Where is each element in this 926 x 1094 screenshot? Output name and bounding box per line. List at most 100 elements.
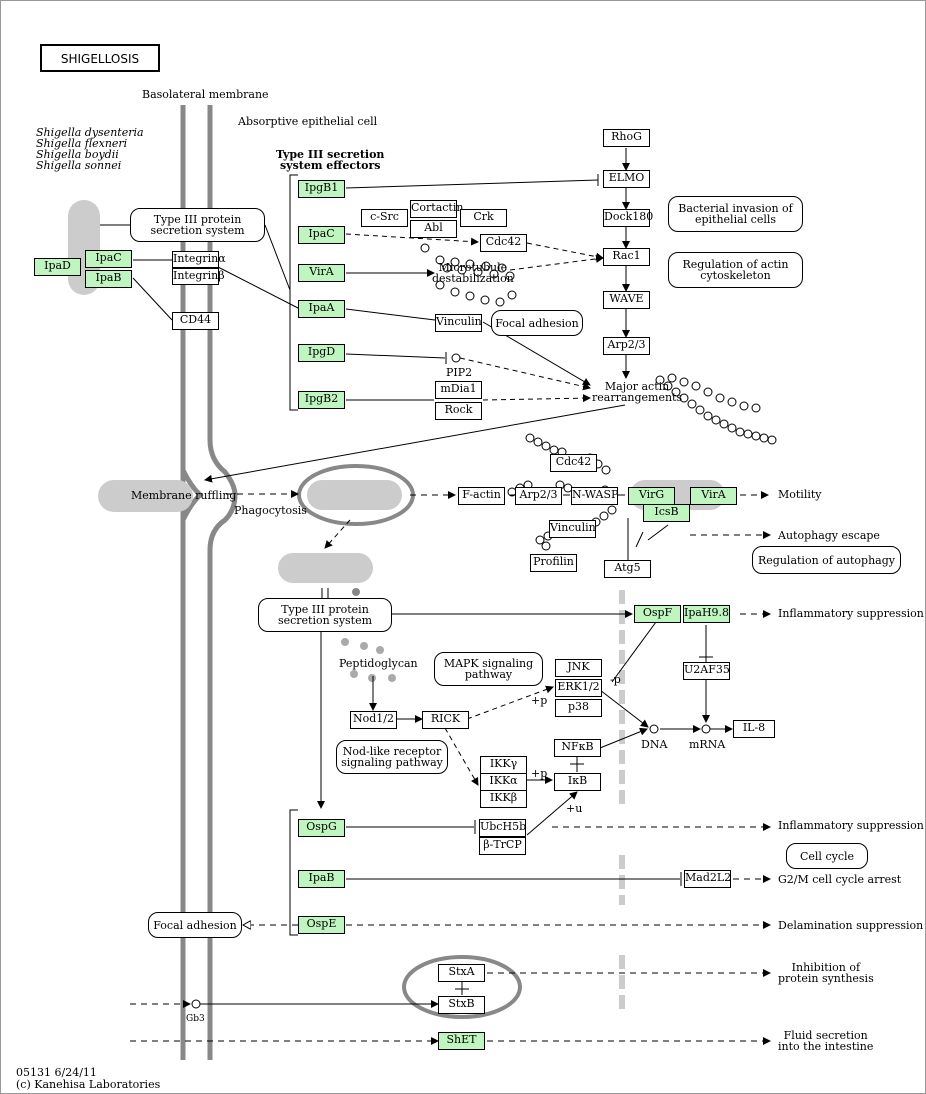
gene-integrin-beta[interactable]: Integrinβ [172,268,225,285]
g2m-label: G2/M cell cycle arrest [778,873,902,886]
gene-wave[interactable]: WAVE [603,291,650,309]
pathway-link-focal-adhesion[interactable]: Focal adhesion [491,310,583,336]
gene-crk[interactable]: Crk [460,209,507,227]
gene-btrcp[interactable]: β-TrCP [479,837,526,855]
gene-arp23[interactable]: Arp2/3 [603,337,650,355]
gene-ikk-beta[interactable]: IKKβ [480,790,527,808]
edge-lines [100,148,771,1045]
bacterium-shape [98,480,193,512]
gene-ipab[interactable]: IpaB [298,870,345,888]
gene-abl[interactable]: Abl [410,220,457,238]
gene-ospe[interactable]: OspE [298,916,345,934]
gene-stxb[interactable]: StxB [438,996,485,1014]
pathway-link-regulation-autophagy[interactable]: Regulation of autophagy [752,546,901,574]
pip2-label: PIP2 [446,366,473,379]
gene-cdc42[interactable]: Cdc42 [480,234,527,252]
gene-mad2l2[interactable]: Mad2L2 [684,870,731,888]
pathway-link-t3ss[interactable]: Type III protein secretion system [258,598,392,632]
gene-erk12[interactable]: ERK1/2 [555,679,602,697]
gene-ipaa[interactable]: IpaA [298,300,345,318]
map-title: SHIGELLOSIS [40,44,160,72]
gene-icsb[interactable]: IcsB [643,504,690,522]
pathway-link-t3ss[interactable]: Type III protein secretion system [130,208,265,242]
gb3-compound [191,999,201,1009]
motility-label: Motility [778,488,822,501]
gene-ipgb2[interactable]: IpgB2 [298,391,345,409]
peptidoglycan-dots [341,588,396,682]
gene-vinculin[interactable]: Vinculin [549,520,596,538]
pathway-link-nod-like[interactable]: Nod-like receptor signaling pathway [336,740,448,774]
major-actin-label: Major actin rearrangements [592,380,683,404]
gene-ipac[interactable]: IpaC [85,250,132,268]
microtubule-label: Microtubule destabilization [432,261,514,285]
gene-arp23[interactable]: Arp2/3 [515,487,562,505]
gene-vira[interactable]: VirA [298,264,345,282]
pathway-link-regulation-actin[interactable]: Regulation of actin cytoskeleton [668,252,803,288]
gene-profilin[interactable]: Profilin [530,554,577,572]
bacterium-shape [278,553,373,583]
gene-ikb[interactable]: IκB [554,773,601,791]
gene-ipgb1[interactable]: IpgB1 [298,180,345,198]
gene-p38[interactable]: p38 [555,699,602,717]
gene-ikk-alpha[interactable]: IKKα [480,773,527,791]
species-label: Shigella boydii [36,148,119,161]
fluid-secretion-label: Fluid secretion into the intestine [778,1029,874,1053]
gene-ubch5b[interactable]: UbcH5b [479,819,526,837]
gene-ipah98[interactable]: IpaH9.8 [683,605,730,623]
peptidoglycan-label: Peptidoglycan [339,657,418,670]
mrna-label: mRNA [689,738,726,751]
phagocytosis-label: Phagocytosis [234,504,307,517]
gene-ospg[interactable]: OspG [298,819,345,837]
gene-elmo[interactable]: ELMO [603,170,650,188]
gene-vinculin[interactable]: Vinculin [435,314,482,332]
pathway-link-cell-cycle[interactable]: Cell cycle [786,843,868,869]
gene-virg[interactable]: VirG [628,487,675,505]
membrane-ruffling-label: Membrane ruffling [131,489,237,502]
inhibition-label: Inhibition of protein synthesis [778,961,874,985]
gene-ipac[interactable]: IpaC [298,226,345,244]
absorptive-label: Absorptive epithelial cell [238,115,378,128]
gene-ikk-gamma[interactable]: IKKγ [480,756,527,774]
dna-label: DNA [641,738,668,751]
gene-dock180[interactable]: Dock180 [603,209,653,227]
gene-il8[interactable]: IL-8 [733,720,775,738]
pathway-link-mapk[interactable]: MAPK signaling pathway [434,652,543,686]
gene-rick[interactable]: RICK [422,711,469,729]
inflammatory-suppression-label: Inflammatory suppression [778,607,924,620]
gene-cd44[interactable]: CD44 [172,312,219,330]
pathway-link-bacterial-invasion[interactable]: Bacterial invasion of epithelial cells [668,196,803,232]
species-label: Shigella flexneri [36,137,128,150]
gene-ipgd[interactable]: IpgD [298,344,345,362]
gene-ipad[interactable]: IpaD [34,258,81,276]
basolateral-label: Basolateral membrane [142,88,269,101]
gene-shet[interactable]: ShET [438,1032,485,1050]
gene-csrc[interactable]: c-Src [361,209,408,227]
bacterium-shape [307,480,402,510]
pip2-compound [451,353,461,363]
gene-n-wasp[interactable]: N-WASP [571,487,618,505]
gene-nod12[interactable]: Nod1/2 [350,711,397,729]
gene-nfkb[interactable]: NFκB [554,739,601,757]
gene-stxa[interactable]: StxA [438,964,485,982]
gene-cortactin[interactable]: Cortactin [410,200,463,218]
gene-cdc42[interactable]: Cdc42 [550,454,597,472]
gene-vira[interactable]: VirA [690,487,737,505]
gene-mdia1[interactable]: mDia1 [435,381,482,399]
gene-jnk[interactable]: JNK [555,659,602,677]
pathway-link-focal-adhesion[interactable]: Focal adhesion [148,912,242,938]
gene-ipab[interactable]: IpaB [85,270,132,288]
footer-copyright: (c) Kanehisa Laboratories [16,1078,161,1091]
gene-atg5[interactable]: Atg5 [604,560,651,578]
gene-u2af35[interactable]: U2AF35 [683,662,730,680]
gene-rock[interactable]: Rock [435,402,482,420]
species-label: Shigella sonnei [36,159,122,172]
gene-integrin-alpha[interactable]: Integrinα [172,251,226,268]
phosphorylation-label: -p [610,673,621,686]
gene-f-actin[interactable]: F-actin [458,487,505,505]
gene-rhog[interactable]: RhoG [603,129,650,147]
delamination-label: Delamination suppression [778,919,924,932]
dna-compound [649,724,659,734]
gene-rac1[interactable]: Rac1 [603,248,650,266]
gene-ospf[interactable]: OspF [634,605,681,623]
